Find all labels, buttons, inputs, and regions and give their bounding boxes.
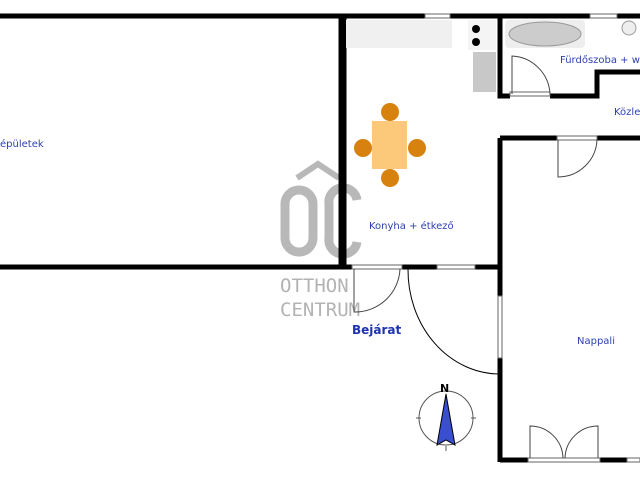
bathtub-icon (505, 20, 585, 48)
doors (353, 55, 599, 459)
stove-burner-icon (472, 38, 480, 46)
watermark-logo (280, 160, 362, 259)
room-label-living: Nappali (577, 336, 615, 347)
room-label-bathroom: Fürdőszoba + wc (560, 54, 640, 66)
watermark-line1: OTTHON (280, 275, 349, 297)
sink-icon (473, 52, 496, 92)
room-label-left: épületek (0, 138, 44, 150)
watermark-line2: CENTRUM (280, 299, 360, 321)
kitchen-counter (346, 20, 496, 92)
stove-burner-icon (472, 25, 480, 33)
room-label-entrance: Bejárat (352, 323, 402, 337)
walls (0, 13, 640, 463)
room-label-kitchen: Konyha + étkező (369, 220, 454, 232)
dining-table (354, 103, 426, 187)
washbasin-icon (621, 20, 637, 36)
compass-icon: N (416, 382, 476, 451)
room-label-corridor: Közle (614, 107, 640, 118)
compass-north-label: N (440, 382, 449, 395)
